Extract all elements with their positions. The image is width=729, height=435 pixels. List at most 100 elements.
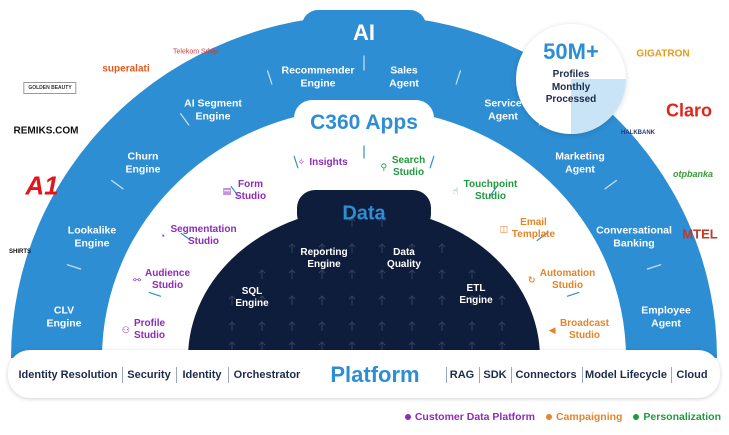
arrow-up-icon xyxy=(408,295,416,305)
platform-model-lifecycle: Model Lifecycle xyxy=(585,369,667,381)
platform-separator xyxy=(582,367,583,383)
arrow-up-icon xyxy=(348,243,356,253)
ai-item-ai-segment-engine: AI Segment Engine xyxy=(184,97,242,122)
separator-line xyxy=(604,179,618,190)
logo-otpbanka: otpbanka xyxy=(672,169,714,179)
platform-identity: Identity xyxy=(182,369,222,381)
legend-cdp: Customer Data Platform xyxy=(414,411,536,423)
separator-line xyxy=(110,179,124,190)
platform-separator xyxy=(511,367,512,383)
data-title: Data xyxy=(342,202,386,225)
arrow-up-icon xyxy=(408,243,416,253)
arrow-up-icon xyxy=(468,341,476,351)
legend-personalization: Personalization xyxy=(643,411,721,423)
arrow-up-icon xyxy=(378,217,386,227)
arrow-up-icon xyxy=(408,321,416,331)
app-broadcast-studio: ◀Broadcast Studio xyxy=(548,318,609,341)
app-separators xyxy=(148,145,580,297)
apps-title-tab xyxy=(294,100,434,142)
legend-dot-campaigning xyxy=(545,413,552,420)
person-icon: ⚇ xyxy=(121,324,130,335)
separator-line xyxy=(429,155,435,169)
arrow-up-icon xyxy=(498,295,506,305)
arrow-up-icon xyxy=(438,321,446,331)
separator-line xyxy=(180,113,190,126)
stat-badge-quarter xyxy=(571,79,626,134)
logo-superalati: superalati xyxy=(102,63,150,75)
logo-gigatron: GIGATRON xyxy=(636,48,690,60)
arrow-up-icon xyxy=(348,269,356,279)
app-audience-studio: ⚯Audience Studio xyxy=(133,268,191,291)
platform-separator xyxy=(228,367,229,383)
group-icon: ⚯ xyxy=(133,274,141,285)
arrow-up-icon xyxy=(348,341,356,351)
arrow-up-icon xyxy=(288,321,296,331)
separator-line xyxy=(180,232,192,242)
arrow-up-icon xyxy=(288,269,296,279)
platform-rag: RAG xyxy=(449,369,475,381)
stat-badge: 50M+ Profiles Monthly Processed xyxy=(516,24,626,134)
legend: Customer Data Platform Campaigning Perso… xyxy=(397,411,721,423)
arrow-up-icon xyxy=(228,295,236,305)
platform-separator xyxy=(122,367,123,383)
arrow-up-icon xyxy=(258,341,266,351)
platform-separator xyxy=(446,367,447,383)
arrow-up-icon xyxy=(378,321,386,331)
separator-line xyxy=(148,291,162,297)
arrow-up-icon xyxy=(288,295,296,305)
arrow-up-icon xyxy=(438,269,446,279)
separator-line xyxy=(566,291,580,297)
separator-line xyxy=(230,185,239,197)
data-title-tab xyxy=(297,190,431,232)
separator-line xyxy=(455,70,462,85)
data-core xyxy=(188,208,540,358)
arrow-up-icon xyxy=(468,295,476,305)
app-search-studio: ⚲Search Studio xyxy=(380,155,426,178)
ai-item-conversational-banking: Conversational Banking xyxy=(596,224,672,249)
template-icon: ◫ xyxy=(499,223,509,234)
ai-item-service-agent: Service Agent xyxy=(484,97,522,122)
logo-telekom-srbija: Telekom Srbija xyxy=(173,48,219,56)
arrow-up-icon xyxy=(468,269,476,279)
clipboard-icon: ▤ xyxy=(222,185,232,196)
separator-line xyxy=(266,70,273,85)
logo-golden-beauty: GOLDEN BEAUTY xyxy=(23,82,77,94)
platform-bar xyxy=(8,350,720,398)
megaphone-icon: ◀ xyxy=(548,324,556,335)
arrow-up-icon xyxy=(498,341,506,351)
arrow-up-icon xyxy=(288,243,296,253)
data-item-sql-engine: SQL Engine xyxy=(235,286,269,309)
app-form-studio: ▤Form Studio xyxy=(222,179,267,202)
arrow-up-icon xyxy=(318,269,326,279)
arrow-up-icon xyxy=(378,243,386,253)
ai-item-marketing-agent: Marketing Agent xyxy=(555,150,605,175)
arrow-up-icon xyxy=(378,341,386,351)
platform-separator xyxy=(479,367,480,383)
platform-orchestrator: Orchestrator xyxy=(233,369,301,381)
platform-identity-resolution: Identity Resolution xyxy=(18,369,118,381)
logo-remiks: REMIKS.COM xyxy=(13,125,79,137)
arrow-up-icon xyxy=(348,321,356,331)
separator-line xyxy=(293,155,299,169)
ai-title-tab xyxy=(302,10,426,50)
arrow-up-icon xyxy=(438,341,446,351)
platform-sdk: SDK xyxy=(483,369,507,381)
search-icon: ⚲ xyxy=(380,161,388,172)
logo-mtel: MTEL xyxy=(682,226,718,242)
app-automation-studio: ↻Automation Studio xyxy=(527,268,596,291)
arrow-up-icon xyxy=(288,341,296,351)
platform-title: Platform xyxy=(330,362,420,387)
data-item-data-quality: Data Quality xyxy=(387,247,421,270)
ai-item-employee-agent: Employee Agent xyxy=(641,304,691,329)
ai-item-recommender-engine: Recommender Engine xyxy=(281,64,355,89)
legend-campaigning: Campaigning xyxy=(555,411,623,423)
apps-title: C360 Apps xyxy=(310,111,418,134)
data-arrows xyxy=(228,217,506,351)
refresh-icon: ↻ xyxy=(527,274,536,285)
arrow-up-icon xyxy=(258,269,266,279)
platform-connectors: Connectors xyxy=(515,369,577,381)
arrow-up-icon xyxy=(498,321,506,331)
ai-item-churn-engine: Churn Engine xyxy=(125,150,161,175)
data-item-etl-engine: ETL Engine xyxy=(459,283,493,306)
ai-item-clv-engine: CLV Engine xyxy=(46,304,82,329)
